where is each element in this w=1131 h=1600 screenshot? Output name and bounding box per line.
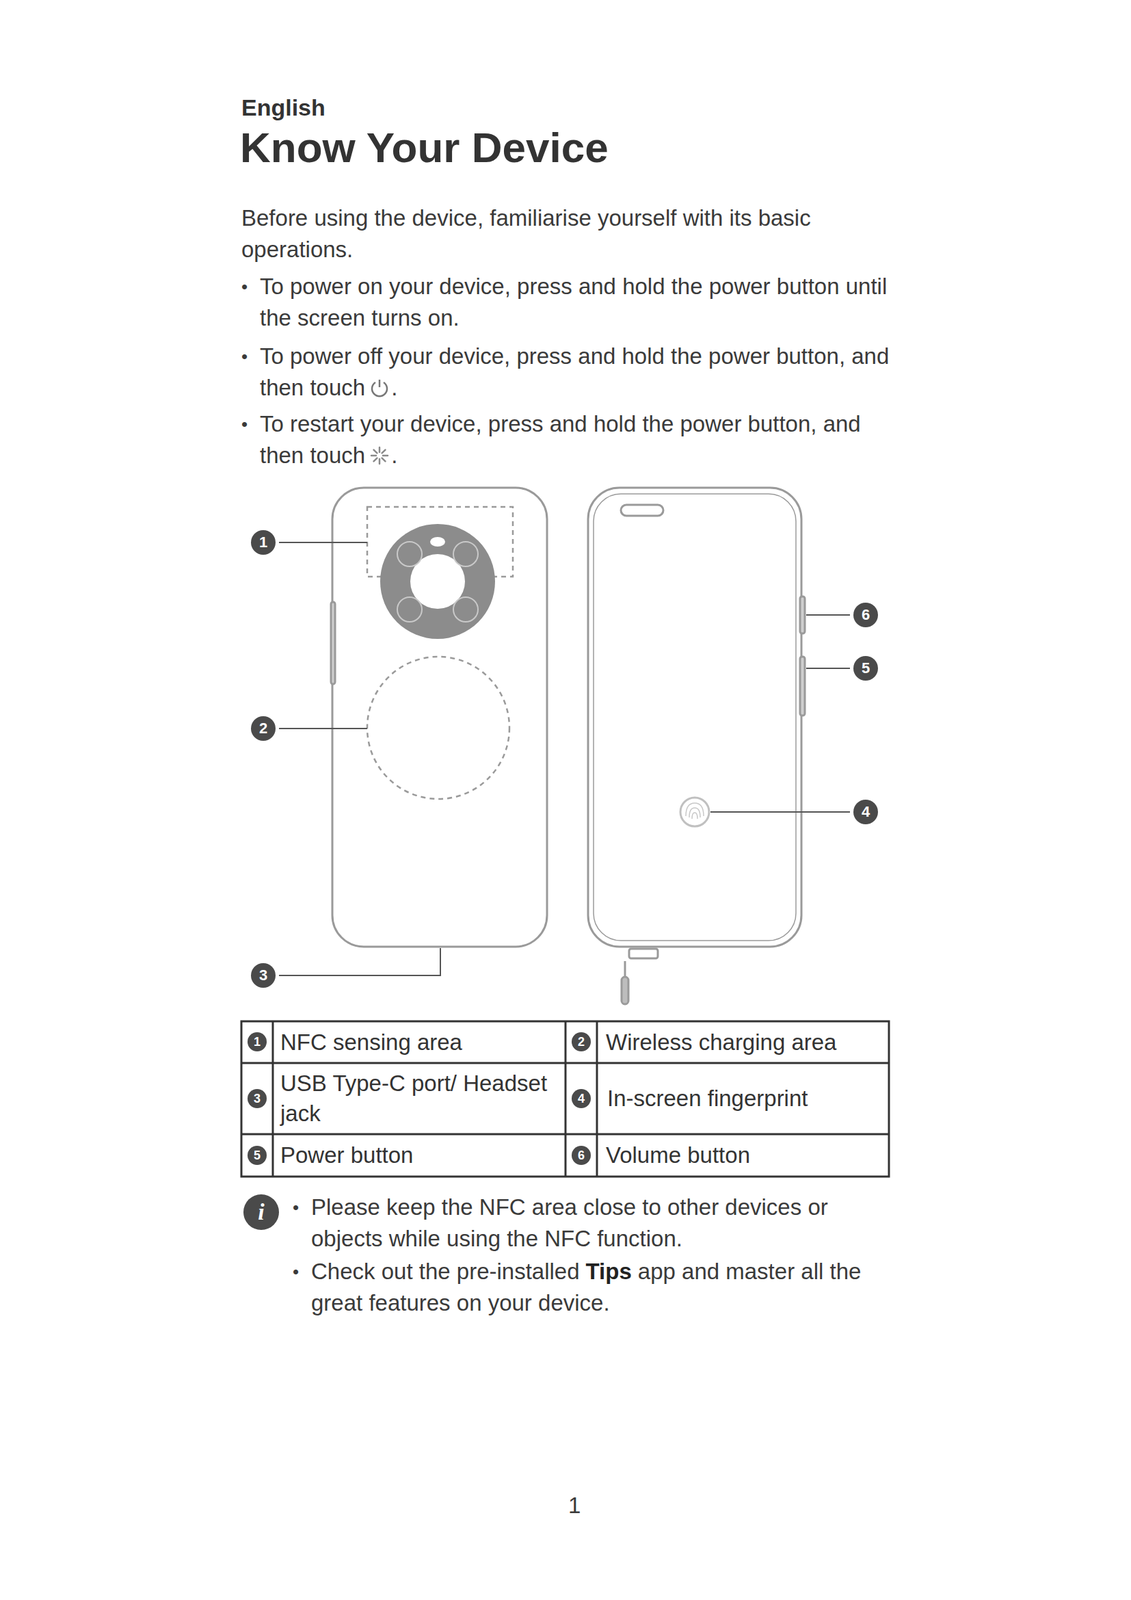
- drawing-line: [382, 449, 386, 454]
- body-text: .: [391, 442, 398, 468]
- note-item: •Please keep the NFC area close to other…: [292, 1191, 895, 1255]
- drawing-line: [374, 449, 378, 454]
- drawing-line: [241, 1061, 889, 1064]
- drawing-circle: [397, 596, 422, 622]
- drawing-line: [378, 458, 381, 464]
- body-text: English: [241, 94, 326, 121]
- callout-number: 4: [571, 1088, 591, 1108]
- power-button: [800, 596, 805, 634]
- drawing-rect: [241, 1020, 889, 1177]
- callout-number: 1: [247, 1031, 267, 1051]
- drawing-line: [378, 379, 381, 388]
- body-text: Please keep the NFC area close to other …: [311, 1193, 829, 1251]
- front-camera: [620, 504, 664, 516]
- drawing-line: [806, 667, 850, 669]
- table-cell: Volume button: [605, 1139, 887, 1170]
- bullet-body: To power off your device, press and hold…: [259, 340, 898, 404]
- table-cell: USB Type-C port/ Headset jack: [280, 1068, 561, 1129]
- body-text: To power off your device, press and hold…: [259, 343, 889, 401]
- drawing-polyline: [278, 947, 441, 976]
- bullet-item: •To power on your device, press and hold…: [241, 270, 898, 334]
- callout-number: 6: [853, 602, 878, 628]
- drawing-line: [378, 447, 381, 452]
- fingerprint-lines: [685, 802, 704, 819]
- drawing-path: [685, 802, 704, 816]
- drawing-circle: [453, 541, 478, 567]
- power-icon: [369, 377, 390, 398]
- volume-button: [800, 656, 805, 716]
- callout-number: 5: [853, 655, 878, 681]
- body-text: .: [391, 374, 398, 401]
- drawing-line: [272, 1020, 275, 1177]
- sim-tray: [629, 948, 658, 958]
- restart-icon: [369, 445, 390, 466]
- drawing-line: [382, 454, 388, 457]
- drawing-g: [278, 487, 850, 1004]
- table-cell: In-screen fingerprint: [607, 1083, 888, 1114]
- camera-lenses: [397, 541, 478, 622]
- drawing-line: [241, 1133, 889, 1136]
- body-text: To power on your device, press and hold …: [259, 273, 887, 331]
- camera-ring: [380, 523, 496, 639]
- drawing-line: [806, 614, 850, 616]
- bullet-item: •To restart your device, press and hold …: [241, 408, 898, 472]
- parts-table: [241, 1020, 889, 1177]
- body-text: Check out the pre-installed: [311, 1258, 580, 1284]
- drawing-path: [692, 812, 698, 819]
- wireless-charging-area: [367, 656, 510, 799]
- bullet-item: •To power off your device, press and hol…: [241, 340, 898, 404]
- language-heading: English: [241, 94, 326, 122]
- drawing-line: [371, 454, 377, 457]
- page-title: Know Your Device: [240, 123, 609, 172]
- bullet-body: Please keep the NFC area close to other …: [311, 1191, 895, 1255]
- drawing-line: [278, 541, 368, 543]
- callout-number: 2: [571, 1031, 591, 1051]
- bullet-mark: •: [241, 270, 260, 303]
- phone-back: [332, 487, 548, 947]
- drawing-line: [596, 1020, 599, 1177]
- phone-front: [588, 487, 802, 947]
- table-cell: Power button: [280, 1139, 561, 1170]
- callout-number: 4: [853, 799, 878, 824]
- drawing-line: [382, 458, 386, 462]
- info-icon: i: [243, 1193, 279, 1230]
- callout-number: 5: [247, 1145, 267, 1165]
- drawing-line: [710, 810, 850, 813]
- screen-edge: [593, 493, 796, 941]
- body-text: Before using the device, familiarise you…: [241, 205, 811, 262]
- drawing-line: [374, 458, 378, 462]
- page-number: 1: [568, 1492, 581, 1519]
- bullet-body: To restart your device, press and hold t…: [259, 408, 898, 472]
- fingerprint-area: [680, 797, 710, 827]
- body-text: Tips: [586, 1258, 632, 1284]
- bullet-mark: •: [241, 408, 260, 440]
- bullet-body: To power on your device, press and hold …: [259, 270, 898, 334]
- drawing-circle: [397, 541, 422, 567]
- eject-pin-head: [621, 976, 629, 1004]
- callout-number: 6: [571, 1145, 591, 1165]
- title-text: Know Your Device: [240, 123, 609, 171]
- callout-number: 3: [247, 1088, 267, 1108]
- bullet-mark: •: [292, 1255, 312, 1287]
- callout-number: 2: [250, 715, 276, 741]
- leader-lines: [278, 542, 850, 976]
- table-cell: Wireless charging area: [605, 1027, 887, 1058]
- bullet-mark: •: [241, 340, 260, 372]
- flash: [430, 536, 446, 547]
- callout-number: 1: [250, 529, 276, 555]
- drawing-line: [564, 1020, 567, 1177]
- body-text: To restart your device, press and hold t…: [259, 410, 861, 468]
- intro-paragraph: Before using the device, familiarise you…: [241, 202, 898, 266]
- bullet-body: Check out the pre-installedTipsapp and m…: [311, 1255, 895, 1319]
- callout-number: 3: [250, 962, 276, 988]
- table-cell: NFC sensing area: [280, 1027, 561, 1058]
- note-item: •Check out the pre-installedTipsapp and …: [292, 1255, 895, 1319]
- bullet-mark: •: [292, 1191, 312, 1223]
- drawing-circle: [453, 596, 478, 622]
- drawing-line: [278, 727, 368, 729]
- side-buttons: [330, 601, 336, 684]
